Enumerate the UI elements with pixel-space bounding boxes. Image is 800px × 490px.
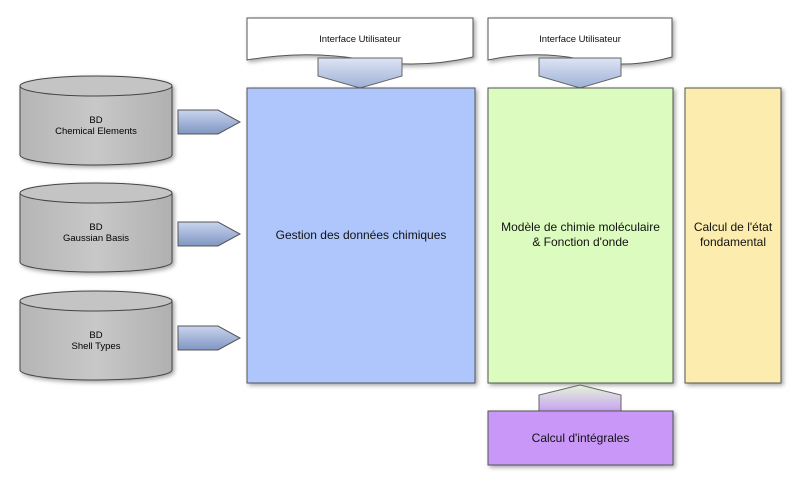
gestion-box [246, 87, 476, 384]
database-2-line1: BD [89, 222, 103, 233]
database-gaussian-basis [19, 182, 173, 273]
integrales-box [487, 410, 674, 466]
database-chemical-elements [19, 75, 173, 166]
database-label-2: BD Gaussian Basis [20, 222, 172, 244]
arrow-down-right-icon [538, 57, 622, 89]
database-1-line1: BD [89, 115, 103, 126]
arrow-right-3-icon [177, 325, 242, 351]
arrow-right-2-icon [177, 221, 242, 247]
database-label-1: BD Chemical Elements [20, 115, 172, 137]
interface-label-left: Interface Utilisateur [319, 34, 401, 46]
database-shell-types [19, 290, 173, 381]
arrow-down-left-icon [317, 57, 403, 89]
gestion-label: Gestion des données chimiques [275, 227, 447, 242]
modele-label: Modèle de chimie moléculaire & Fonction … [501, 220, 660, 249]
arrow-up-icon [538, 384, 622, 413]
database-3-line1: BD [89, 330, 103, 341]
database-1-line2: Chemical Elements [55, 126, 137, 137]
modele-box [487, 87, 674, 384]
calcul-etat-label: Calcul de l'état fondamental [693, 220, 773, 249]
integrales-label: Calcul d'intégrales [531, 430, 630, 445]
database-3-line2: Shell Types [71, 341, 121, 352]
database-2-line2: Gaussian Basis [62, 233, 129, 244]
database-label-3: BD Shell Types [20, 330, 172, 352]
arrow-right-1-icon [177, 109, 242, 135]
interface-label-right: Interface Utilisateur [539, 34, 621, 46]
calcul-etat-box [684, 87, 782, 384]
